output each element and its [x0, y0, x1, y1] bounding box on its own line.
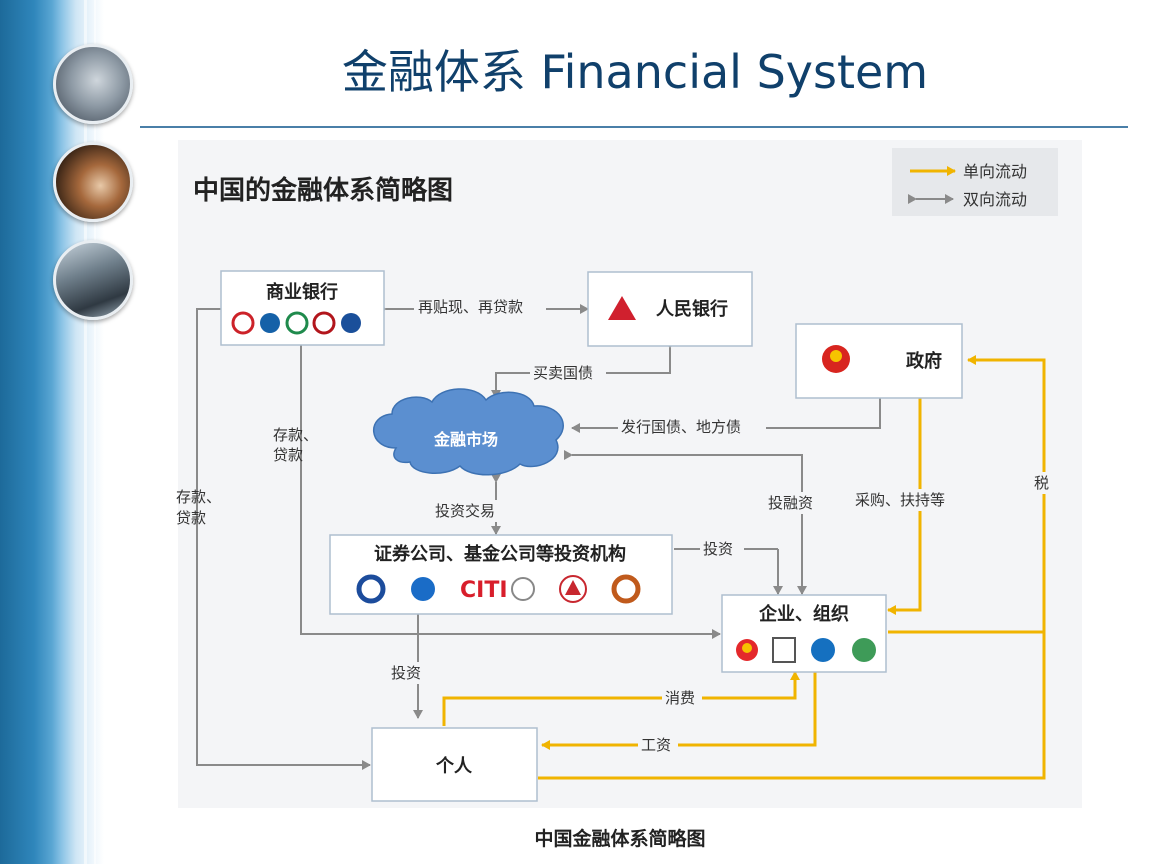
label-deposit-loan-outer-1: 存款、: [176, 488, 221, 506]
node-government-label: 政府: [906, 350, 942, 372]
node-commercial-bank-label: 商业银行: [266, 281, 338, 303]
label-procure: 采购、扶持等: [855, 491, 945, 509]
node-government: 政府: [795, 323, 963, 399]
sidebar-stripe: [94, 0, 96, 864]
label-invest-trade: 投资交易: [435, 502, 495, 520]
label-deposit-loan-outer-2: 贷款: [176, 509, 206, 527]
institution-logo-triangle-shape-icon: [565, 580, 581, 595]
institution-logo-ring-icon: [511, 577, 535, 601]
bank-logo-abc-icon: [285, 311, 309, 335]
photo-business-people: [53, 142, 133, 222]
node-commercial-bank: 商业银行: [220, 270, 385, 346]
label-wage: 工资: [641, 736, 671, 754]
edge-wage: [541, 672, 817, 750]
sidebar-stripe: [84, 0, 87, 864]
edge-tax: [888, 355, 1046, 634]
label-consume: 消费: [665, 689, 695, 707]
institution-logo-swirl-icon: [356, 574, 386, 604]
financial-market-cloud-icon: [373, 388, 564, 476]
diagram-heading: 中国的金融体系简略图: [193, 175, 453, 206]
enterprise-logo-building-icon: [772, 637, 796, 663]
national-emblem-star-icon: [830, 350, 842, 362]
legend-two-way-label: 双向流动: [963, 190, 1027, 209]
edge-deposit-loan-outer: [196, 304, 371, 770]
label-invest-right: 投资: [703, 540, 733, 558]
node-financial-market-label: 金融市场: [433, 430, 498, 449]
institution-logo-spiral-icon: [611, 574, 641, 604]
label-bonds-trade: 买卖国债: [533, 364, 593, 382]
institution-logo-triangle-icon: [559, 575, 587, 603]
label-tax: 税: [1034, 474, 1049, 492]
institution-logo-citi: CITI: [460, 578, 508, 603]
bank-logo-ccb-icon: [260, 313, 280, 333]
pboc-logo-icon: [608, 296, 636, 320]
label-deposit-loan-inner-1: 存款、: [273, 426, 318, 444]
bank-logo-boc-icon: [312, 311, 336, 335]
node-individual-label: 个人: [435, 755, 473, 777]
node-enterprise-label: 企业、组织: [758, 603, 849, 625]
label-deposit-loan-inner-2: 贷款: [273, 446, 303, 464]
photo-business-phone: [53, 44, 133, 124]
enterprise-logo-china-mobile-icon: [811, 638, 835, 662]
node-enterprise: 企业、组织: [721, 594, 887, 673]
enterprise-logo-globe-icon: [852, 638, 876, 662]
node-financial-market: 金融市场: [373, 388, 564, 476]
photo-walking-people: [53, 240, 133, 320]
bank-logo-icbc-icon: [231, 311, 255, 335]
enterprise-logo-petrochina-sun-icon: [742, 643, 752, 653]
edge-tax-individual: [538, 632, 1046, 780]
node-individual: 个人: [371, 727, 538, 802]
bank-logo-bocom-icon: [341, 313, 361, 333]
edge-procure: [887, 398, 922, 615]
edge-consume: [442, 671, 800, 726]
node-investment-institutions: 证券公司、基金公司等投资机构 CITI: [329, 534, 673, 615]
slide-caption: 中国金融体系简略图: [534, 828, 706, 850]
legend-one-way-label: 单向流动: [963, 162, 1027, 181]
legend: 单向流动 双向流动: [892, 148, 1058, 216]
node-investment-institutions-label: 证券公司、基金公司等投资机构: [374, 543, 626, 565]
node-central-bank-label: 人民银行: [656, 298, 728, 320]
title-divider: [140, 126, 1128, 128]
label-issue-bonds: 发行国债、地方债: [621, 418, 741, 436]
edge-labels: 再贴现、再贷款 买卖国债 发行国债、地方债 存款、 贷款 存款、 贷款 投资交易…: [176, 296, 1056, 756]
node-central-bank: 人民银行: [587, 271, 753, 347]
label-rediscount: 再贴现、再贷款: [418, 298, 523, 316]
institution-logo-globe-icon: [411, 577, 435, 601]
label-invest-finance: 投融资: [768, 494, 813, 512]
label-invest-down: 投资: [391, 664, 421, 682]
slide-title: 金融体系 Financial System: [341, 45, 929, 99]
